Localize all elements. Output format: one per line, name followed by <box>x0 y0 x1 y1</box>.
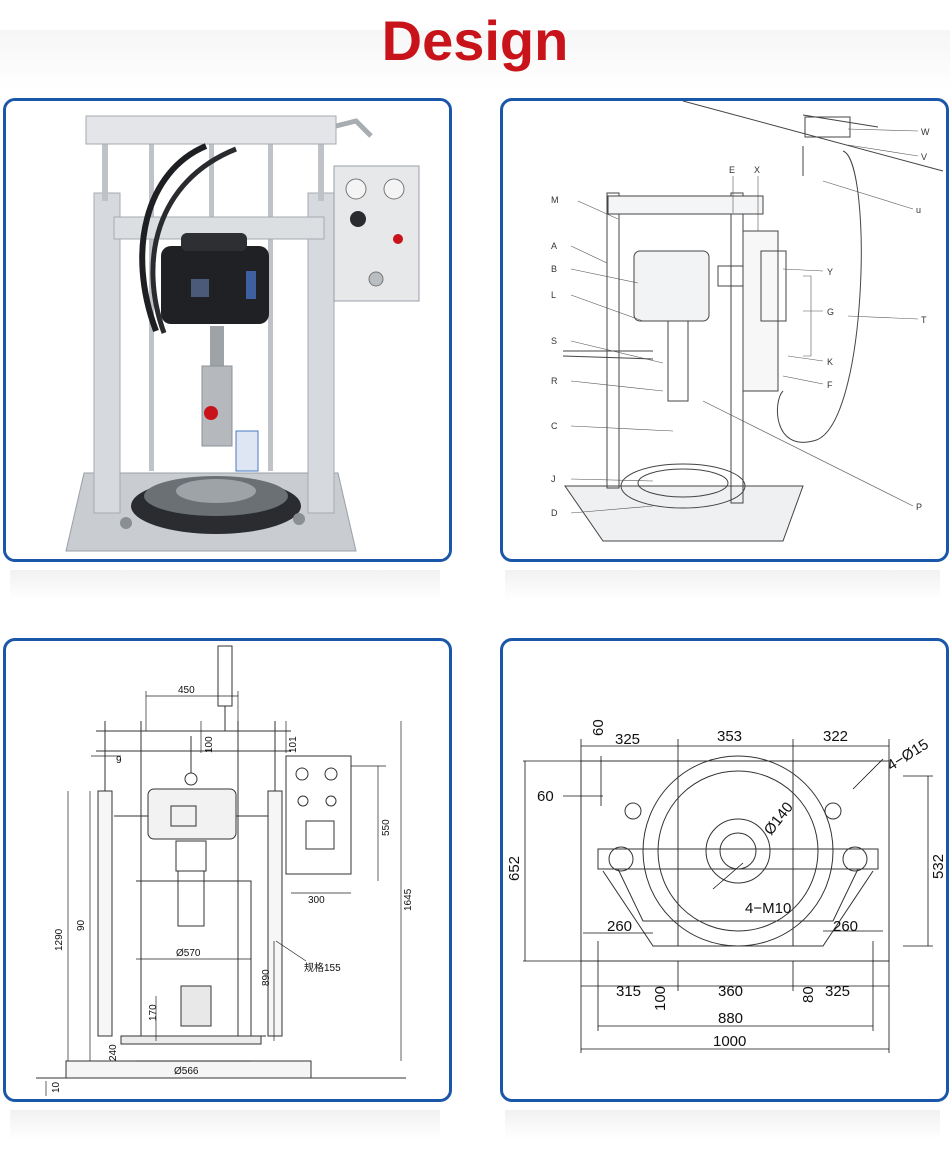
dim-9: 9 <box>116 755 122 766</box>
dim-325-bottom: 325 <box>825 983 850 1000</box>
callout-k: K <box>827 357 833 367</box>
photo-panel <box>3 98 452 562</box>
dim-4-phi15: 4−Ø15 <box>884 736 932 775</box>
callout-w: W <box>921 127 930 137</box>
callout-b: B <box>551 264 557 274</box>
callout-d: D <box>551 508 558 518</box>
dim-322: 322 <box>823 728 848 745</box>
dim-325-top: 325 <box>615 731 640 748</box>
dim-phi140: Ø140 <box>761 799 797 838</box>
dim-260-left: 260 <box>607 918 632 935</box>
dim-80: 80 <box>800 986 817 1003</box>
dim-450: 450 <box>178 685 195 696</box>
dim-570: Ø570 <box>176 948 201 959</box>
callout-c: C <box>551 421 558 431</box>
callout-u: u <box>916 205 921 215</box>
callout-g: G <box>827 307 834 317</box>
dim-890: 890 <box>261 969 272 986</box>
dim-566: Ø566 <box>174 1066 199 1077</box>
dim-532: 532 <box>930 854 946 879</box>
panel-reflection <box>505 570 940 600</box>
panel-reflection <box>10 570 440 600</box>
dim-550: 550 <box>381 819 392 836</box>
pump-photo <box>6 101 449 559</box>
callout-r: R <box>551 376 558 386</box>
callout-f: F <box>827 380 833 390</box>
panel-reflection <box>505 1110 940 1140</box>
callout-t: T <box>921 315 927 325</box>
dim-1645: 1645 <box>403 888 414 911</box>
dim-880: 880 <box>718 1010 743 1027</box>
callout-j: J <box>551 474 556 484</box>
labeled-drawing: W V u E X M A B L S R C J D Y G T K F P <box>551 101 944 542</box>
callout-p: P <box>916 502 922 512</box>
dim-300: 300 <box>308 895 325 906</box>
callout-e: E <box>729 165 735 175</box>
callout-a: A <box>551 241 557 251</box>
dim-353: 353 <box>717 728 742 745</box>
dim-60-top: 60 <box>590 719 607 736</box>
dim-1000: 1000 <box>713 1033 746 1050</box>
dim-101: 101 <box>288 736 299 753</box>
dim-315: 315 <box>616 983 641 1000</box>
side-dimension-drawing: 450 9 100 101 550 300 1645 1290 90 Ø570 … <box>36 645 414 1096</box>
dim-90: 90 <box>76 919 87 931</box>
callout-x: X <box>754 165 760 175</box>
callout-y: Y <box>827 267 833 277</box>
dim-100-bottom: 100 <box>652 986 669 1011</box>
side-dimension-panel: 450 9 100 101 550 300 1645 1290 90 Ø570 … <box>3 638 452 1102</box>
callout-s: S <box>551 336 557 346</box>
page-title: Design <box>381 9 569 72</box>
callout-m: M <box>551 195 559 205</box>
callout-v: V <box>921 152 927 162</box>
dim-4-m10: 4−M10 <box>745 900 791 917</box>
dim-240: 240 <box>108 1044 119 1061</box>
dim-155: 规格155 <box>304 961 341 974</box>
callout-l: L <box>551 290 556 300</box>
title-backdrop <box>0 30 950 90</box>
labeled-drawing-panel: W V u E X M A B L S R C J D Y G T K F P <box>500 98 949 562</box>
dim-360: 360 <box>718 983 743 1000</box>
top-dimension-panel: 60 325 353 322 4−Ø15 60 652 532 Ø140 4−M… <box>500 638 949 1102</box>
dim-170: 170 <box>148 1004 159 1021</box>
dim-100: 100 <box>204 736 215 753</box>
dim-10: 10 <box>51 1081 62 1093</box>
dim-260-right: 260 <box>833 918 858 935</box>
dim-1290: 1290 <box>54 928 65 951</box>
dim-60-left: 60 <box>537 788 554 805</box>
dim-652: 652 <box>506 856 523 881</box>
panel-reflection <box>10 1110 440 1140</box>
top-dimension-drawing: 60 325 353 322 4−Ø15 60 652 532 Ø140 4−M… <box>506 719 946 1053</box>
